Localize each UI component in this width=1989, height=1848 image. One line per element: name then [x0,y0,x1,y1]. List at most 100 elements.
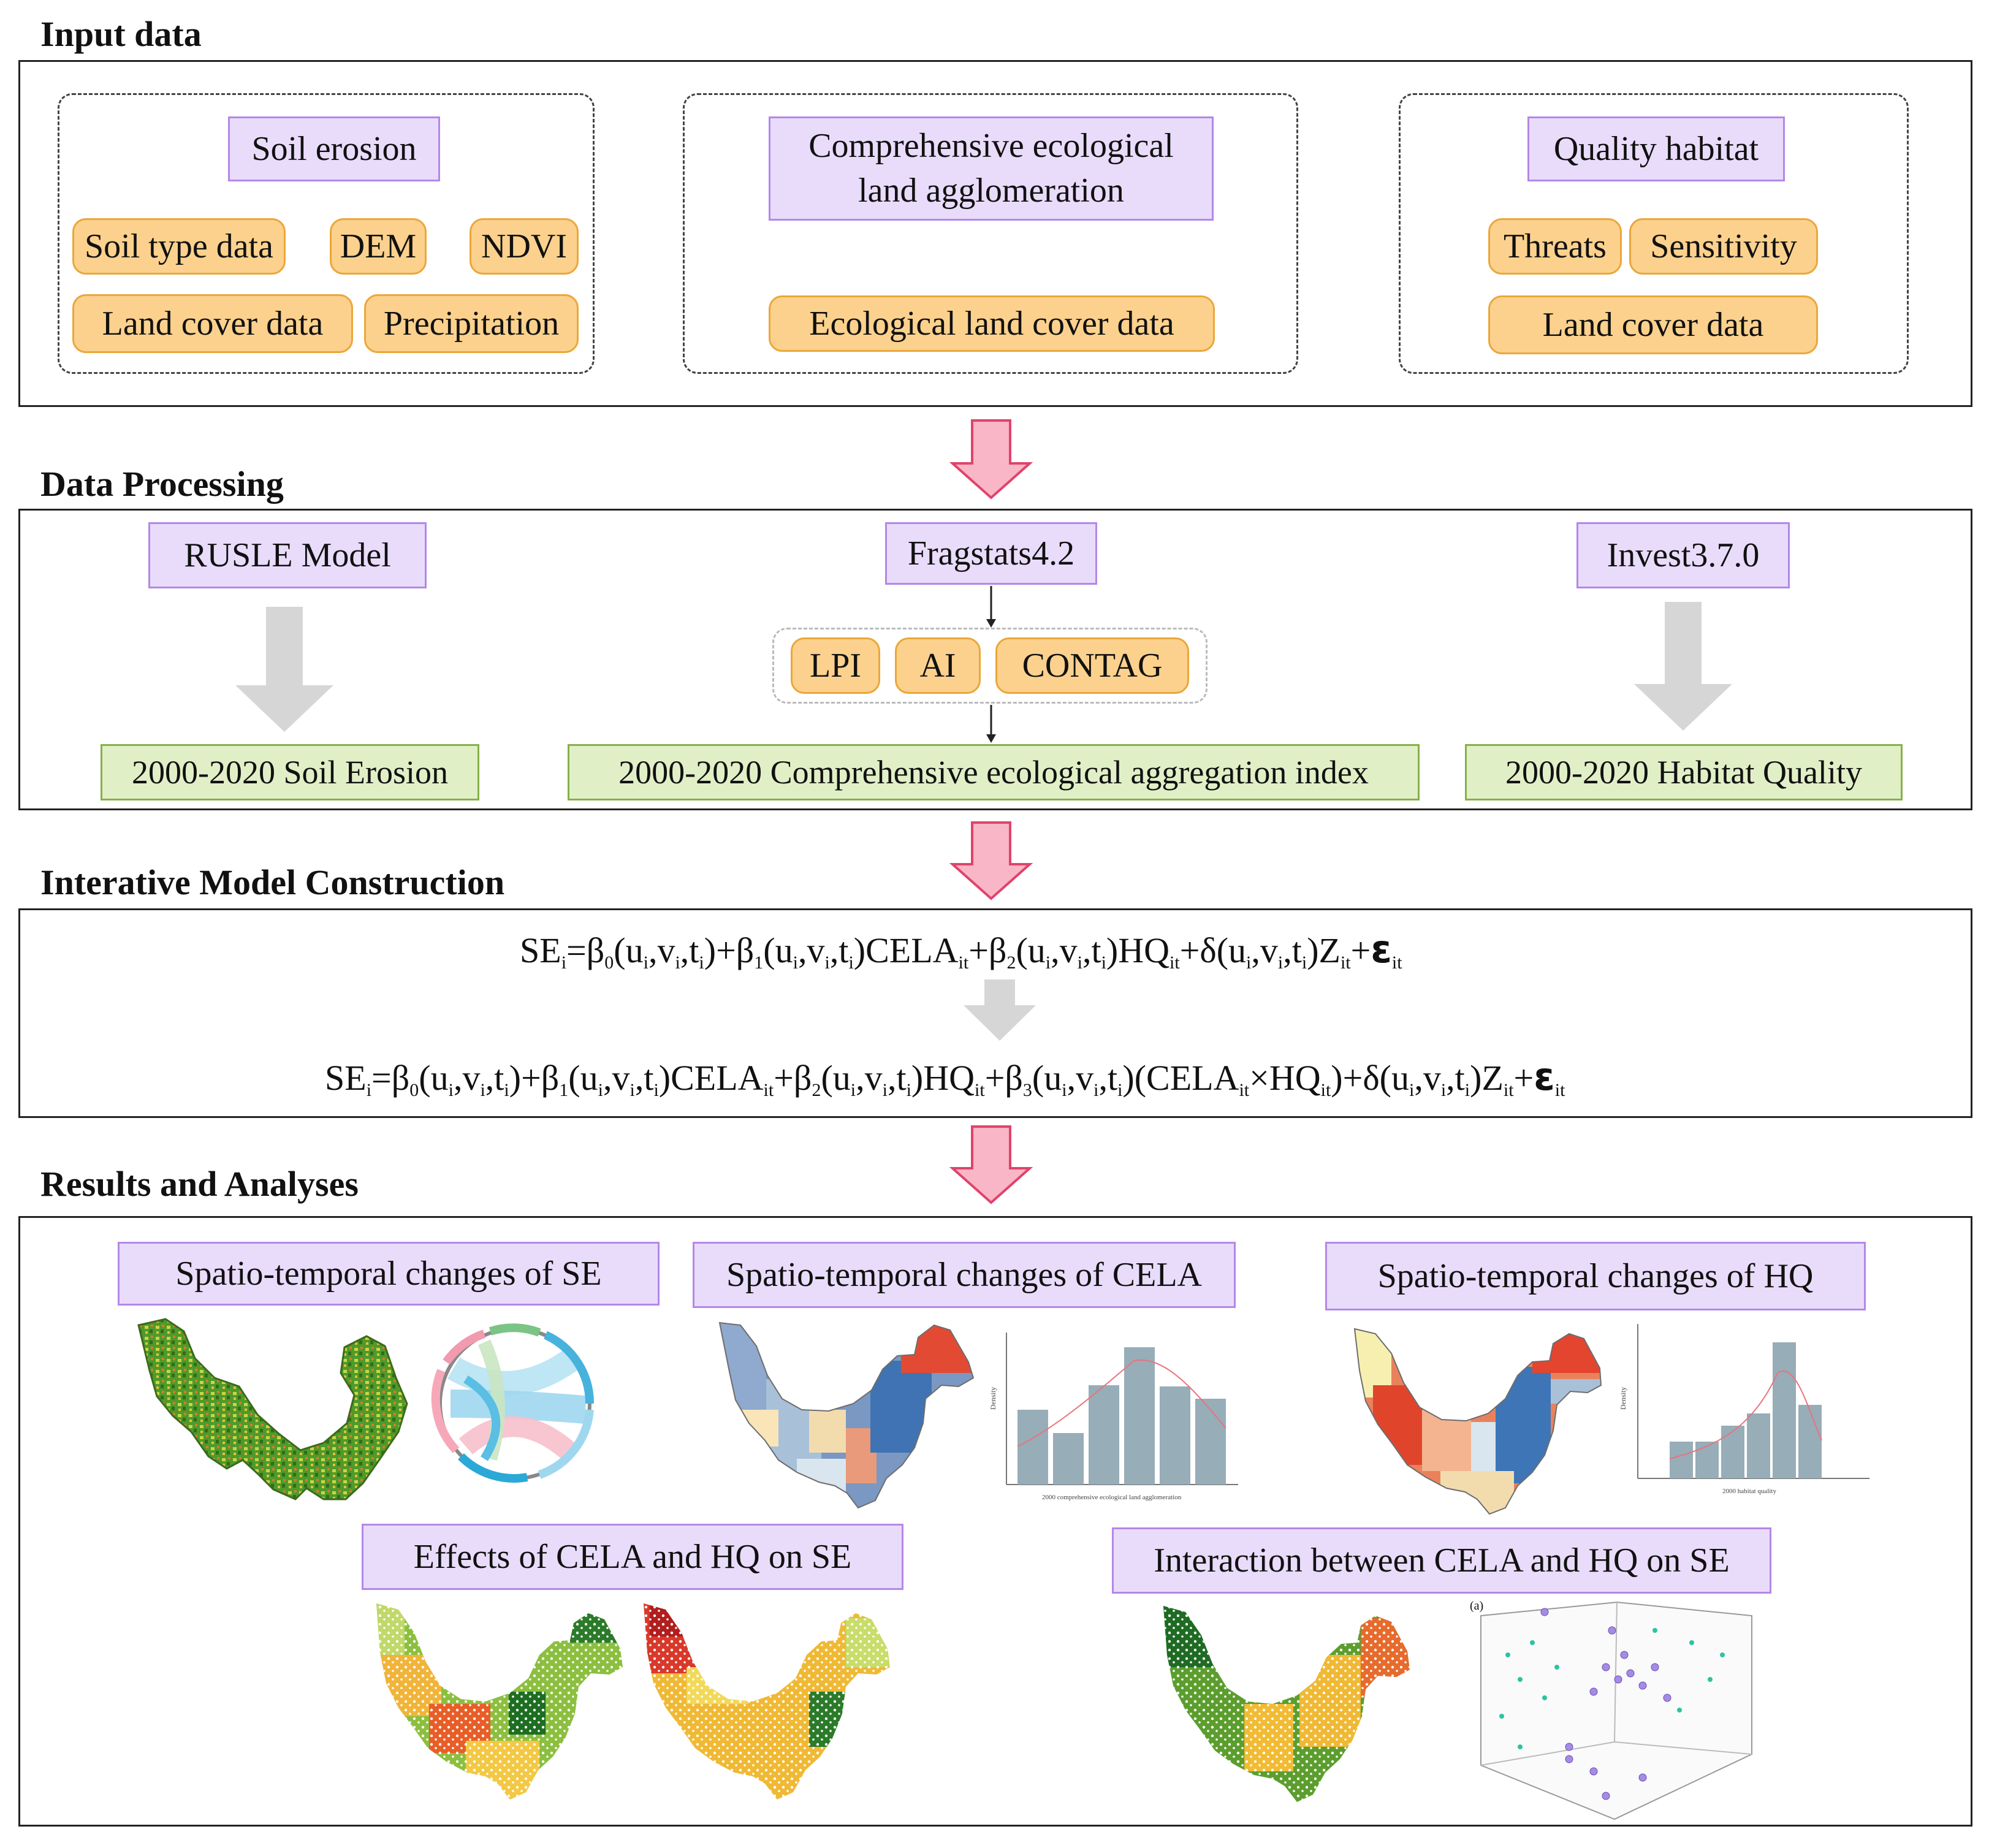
eq-text: + [1350,930,1371,970]
cela-hist-xlabel: 2000 comprehensive ecological land agglo… [1042,1494,1182,1501]
eq-subscript: i [824,953,830,973]
eq-text: )HQ [1106,930,1170,970]
eq-text: ,t [485,1058,504,1098]
eq-subscript: it [958,953,969,973]
eq-subscript: i [906,1080,911,1100]
habitat-land-cover-data: Land cover data [1488,295,1818,354]
eq-subscript: i [848,953,854,973]
se-changes-title: Spatio-temporal changes of SE [118,1242,660,1306]
ecological-land-cover-data: Ecological land cover data [769,295,1215,352]
hq-changes-title: Spatio-temporal changes of HQ [1325,1242,1866,1310]
effects-map-cela [376,1603,623,1800]
eq-text: SE [325,1058,367,1098]
eq-subscript: i [699,953,704,973]
eq-subscript: i [448,1080,454,1100]
eq-text: ,t [1098,1058,1118,1098]
eq-subscript: it [1503,1080,1514,1100]
eq-epsilon: ε [1534,1054,1555,1099]
pink-arrow-2 [949,821,1033,900]
cela-map [720,1323,973,1508]
eq-text: (u [1016,930,1046,970]
habitat-group [1399,93,1909,374]
eq-subscript: i [1464,1080,1470,1100]
eq-subscript: it [1239,1080,1250,1100]
eq-text: ,v [648,930,675,970]
cela-title-line-2: land agglomeration [858,172,1124,210]
eq-subscript: i [850,1080,856,1100]
eq-subscript: 2 [1006,953,1016,973]
thin-arrow-fragstats [986,586,996,628]
se-chord-diagram [431,1323,595,1483]
hq-map [1355,1329,1601,1514]
fragstats-box: Fragstats4.2 [885,522,1097,585]
eq-text: +β [968,930,1007,970]
eq-subscript: i [480,1080,485,1100]
eq-subscript: i [882,1080,888,1100]
eq-subscript: i [653,1080,659,1100]
eq-text: ,t [634,1058,654,1098]
rusle-model-box: RUSLE Model [148,522,427,588]
eq-subscript: i [1277,953,1284,973]
eq-text: ,t [1283,930,1302,970]
eq-text: ,v [1251,930,1278,970]
interaction-map [1163,1606,1410,1802]
gray-arrow-rusle [235,607,333,732]
eq-subscript: i [629,1080,635,1100]
habitat-quality-output: 2000-2020 Habitat Quality [1465,744,1903,800]
eq-subscript: i [1077,953,1082,973]
eq-subscript: i [1093,1080,1099,1100]
eq-text: ×HQ [1249,1058,1321,1098]
eq-text: ,t [1082,930,1101,970]
contag-metric: CONTAG [995,637,1189,694]
interaction-3d-scatter: (a) [1470,1599,1752,1820]
dem-data: DEM [330,218,427,275]
eq-subscript: i [561,953,567,973]
eq-text: ,v [1067,1058,1094,1098]
cela-output: 2000-2020 Comprehensive ecological aggre… [568,744,1420,800]
soil-type-data: Soil type data [72,218,286,275]
pink-arrow-1 [949,419,1033,500]
eq-text: ,v [797,930,825,970]
eq-text: (u [821,1058,851,1098]
eq-text: + [1513,1058,1534,1098]
gray-arrow-model [964,979,1036,1041]
hq-hist-xlabel: 2000 habitat quality [1722,1488,1776,1495]
eq-subscript: i [1246,953,1252,973]
se-map [137,1318,408,1500]
gray-arrow-invest [1634,602,1732,731]
eq-subscript: it [1554,1080,1565,1100]
eq-subscript: i [643,953,648,973]
eq-subscript: i [1101,953,1106,973]
sensitivity-data: Sensitivity [1629,218,1818,275]
eq-text: )HQ [911,1058,975,1098]
eq-subscript: 0 [604,953,614,973]
cela-changes-title: Spatio-temporal changes of CELA [693,1242,1236,1308]
lpi-metric: LPI [791,637,880,694]
eq-text: (u [763,930,793,970]
precipitation-data: Precipitation [364,294,579,353]
eq-text: )CELA [658,1058,764,1098]
eq-subscript: i [1440,1080,1447,1100]
eq-text: (u [568,1058,598,1098]
ai-metric: AI [895,637,981,694]
eq-subscript: i [1045,953,1051,973]
eq-text: ,v [1051,930,1078,970]
eq-text: )+β [509,1058,560,1098]
eq-text: ,t [680,930,699,970]
soil-erosion-output: 2000-2020 Soil Erosion [101,744,479,800]
eq-subscript: 3 [1022,1080,1032,1100]
hq-histogram: Density 2000 habitat quality [1619,1324,1869,1495]
eq-text: +β [984,1058,1023,1098]
eq-subscript: 2 [812,1080,821,1100]
interaction-title: Interaction between CELA and HQ on SE [1112,1527,1771,1594]
cela-map-outline [718,1321,975,1509]
eq-text: )Z [1470,1058,1504,1098]
eq-text: ,v [453,1058,481,1098]
soil-erosion-group [58,93,595,374]
eq-subscript: 0 [409,1080,419,1100]
eq-text: =β [371,1058,410,1098]
eq-subscript: i [504,1080,509,1100]
eq-subscript: 1 [559,1080,569,1100]
